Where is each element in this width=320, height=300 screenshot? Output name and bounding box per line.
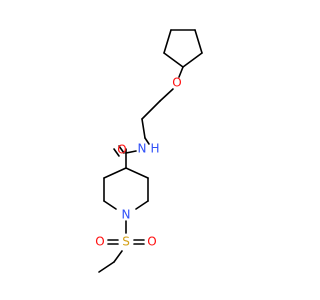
bonds: [98, 29, 203, 273]
bond: [159, 88, 174, 102]
bond: [125, 167, 149, 179]
bond: [113, 250, 123, 263]
bond: [194, 29, 203, 54]
bond: [125, 150, 137, 154]
sulfonyl-oxygen-left-label: O: [95, 235, 104, 249]
piperidine-nitrogen-label: N: [122, 208, 131, 222]
ether-oxygen-label: O: [172, 76, 181, 90]
amide-nitrogen-label: N: [138, 142, 147, 156]
bond: [141, 100, 161, 120]
bond: [113, 148, 120, 157]
amide-hydrogen-label: H: [150, 142, 159, 156]
atom-labels: O N H O N S O O: [95, 76, 181, 249]
bond: [141, 118, 146, 139]
bond: [135, 200, 149, 210]
bond: [118, 145, 125, 154]
bond: [103, 167, 127, 179]
bond: [98, 261, 115, 273]
bond: [103, 200, 117, 210]
bond: [163, 52, 184, 68]
bond: [163, 29, 172, 54]
bond: [144, 137, 150, 145]
bond: [182, 52, 203, 68]
bond: [178, 66, 184, 78]
carbonyl-oxygen-label: O: [117, 143, 126, 157]
sulfur-label: S: [122, 235, 130, 249]
chemical-structure-diagram: O N H O N S O O: [95, 29, 203, 273]
sulfonyl-oxygen-right-label: O: [147, 235, 156, 249]
